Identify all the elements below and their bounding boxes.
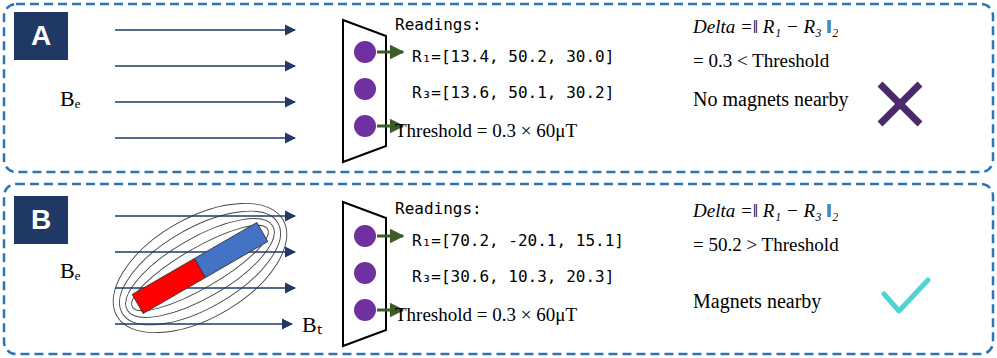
field-lines (115, 30, 295, 138)
reading-arrow (377, 51, 403, 54)
threshold-note: Threshold = 0.3 × 60μT (395, 120, 577, 142)
field-loop (122, 212, 277, 325)
field-arrow (115, 65, 295, 67)
sensor-board (343, 202, 403, 346)
panel-letter-box: B (14, 196, 68, 244)
magnet-south-pole (132, 258, 205, 313)
delta-value: = 50.2 > Threshold (693, 234, 839, 256)
delta-formula: Delta =‖ R₁ − R₃ ‖₂ (693, 200, 838, 222)
check-mark (884, 280, 928, 311)
panel-letter: B (31, 205, 51, 236)
sensor-board (343, 20, 403, 162)
panel-letter-box: A (14, 12, 68, 60)
dashed-panel (4, 184, 993, 354)
field-arrow (115, 215, 295, 217)
field-loop (92, 177, 308, 358)
sensor-board-outline (343, 20, 386, 162)
sensor-dot (354, 41, 376, 63)
sensor-reading: R₃=[13.6, 50.1, 30.2] (412, 84, 614, 102)
sensor-reading: R₃=[30.6, 10.3, 20.3] (412, 268, 614, 286)
sensor-dot (354, 225, 376, 247)
field-arrow (115, 101, 295, 103)
sensor-board-outline (343, 202, 386, 346)
field-label: Bₜ (302, 312, 322, 337)
reading-arrow (377, 235, 403, 238)
threshold-note: Threshold = 0.3 × 60μT (395, 304, 577, 326)
result-text: No magnets nearby (693, 88, 849, 111)
dashed-panel (4, 4, 993, 172)
panel-letter: A (31, 21, 51, 52)
readings-heading: Readings: (395, 200, 482, 218)
field-lines (115, 216, 295, 324)
sensor-reading: R₁=[13.4, 50.2, 30.0] (412, 48, 614, 66)
sensor-dot (354, 115, 376, 137)
field-arrow (115, 29, 295, 31)
magnet-field-loops (92, 177, 308, 358)
field-loop (112, 200, 287, 336)
result-text: Magnets nearby (693, 290, 821, 313)
magnet-north-pole (195, 222, 268, 277)
field-label: Bₑ (60, 86, 80, 111)
field-arrow (115, 137, 295, 139)
cross-mark (880, 84, 920, 124)
field-arrow (115, 323, 292, 325)
bar-magnet (132, 222, 268, 313)
sensor-reading: R₁=[70.2, -20.1, 15.1] (412, 232, 624, 250)
readings-heading: Readings: (395, 16, 482, 34)
field-label: Bₑ (60, 258, 80, 283)
sensor-dot (354, 78, 376, 100)
delta-formula: Delta =‖ R₁ − R₃ ‖₂ (693, 16, 838, 38)
delta-value: = 0.3 < Threshold (693, 50, 829, 72)
sensor-dot (354, 299, 376, 321)
sensor-dot (354, 262, 376, 284)
